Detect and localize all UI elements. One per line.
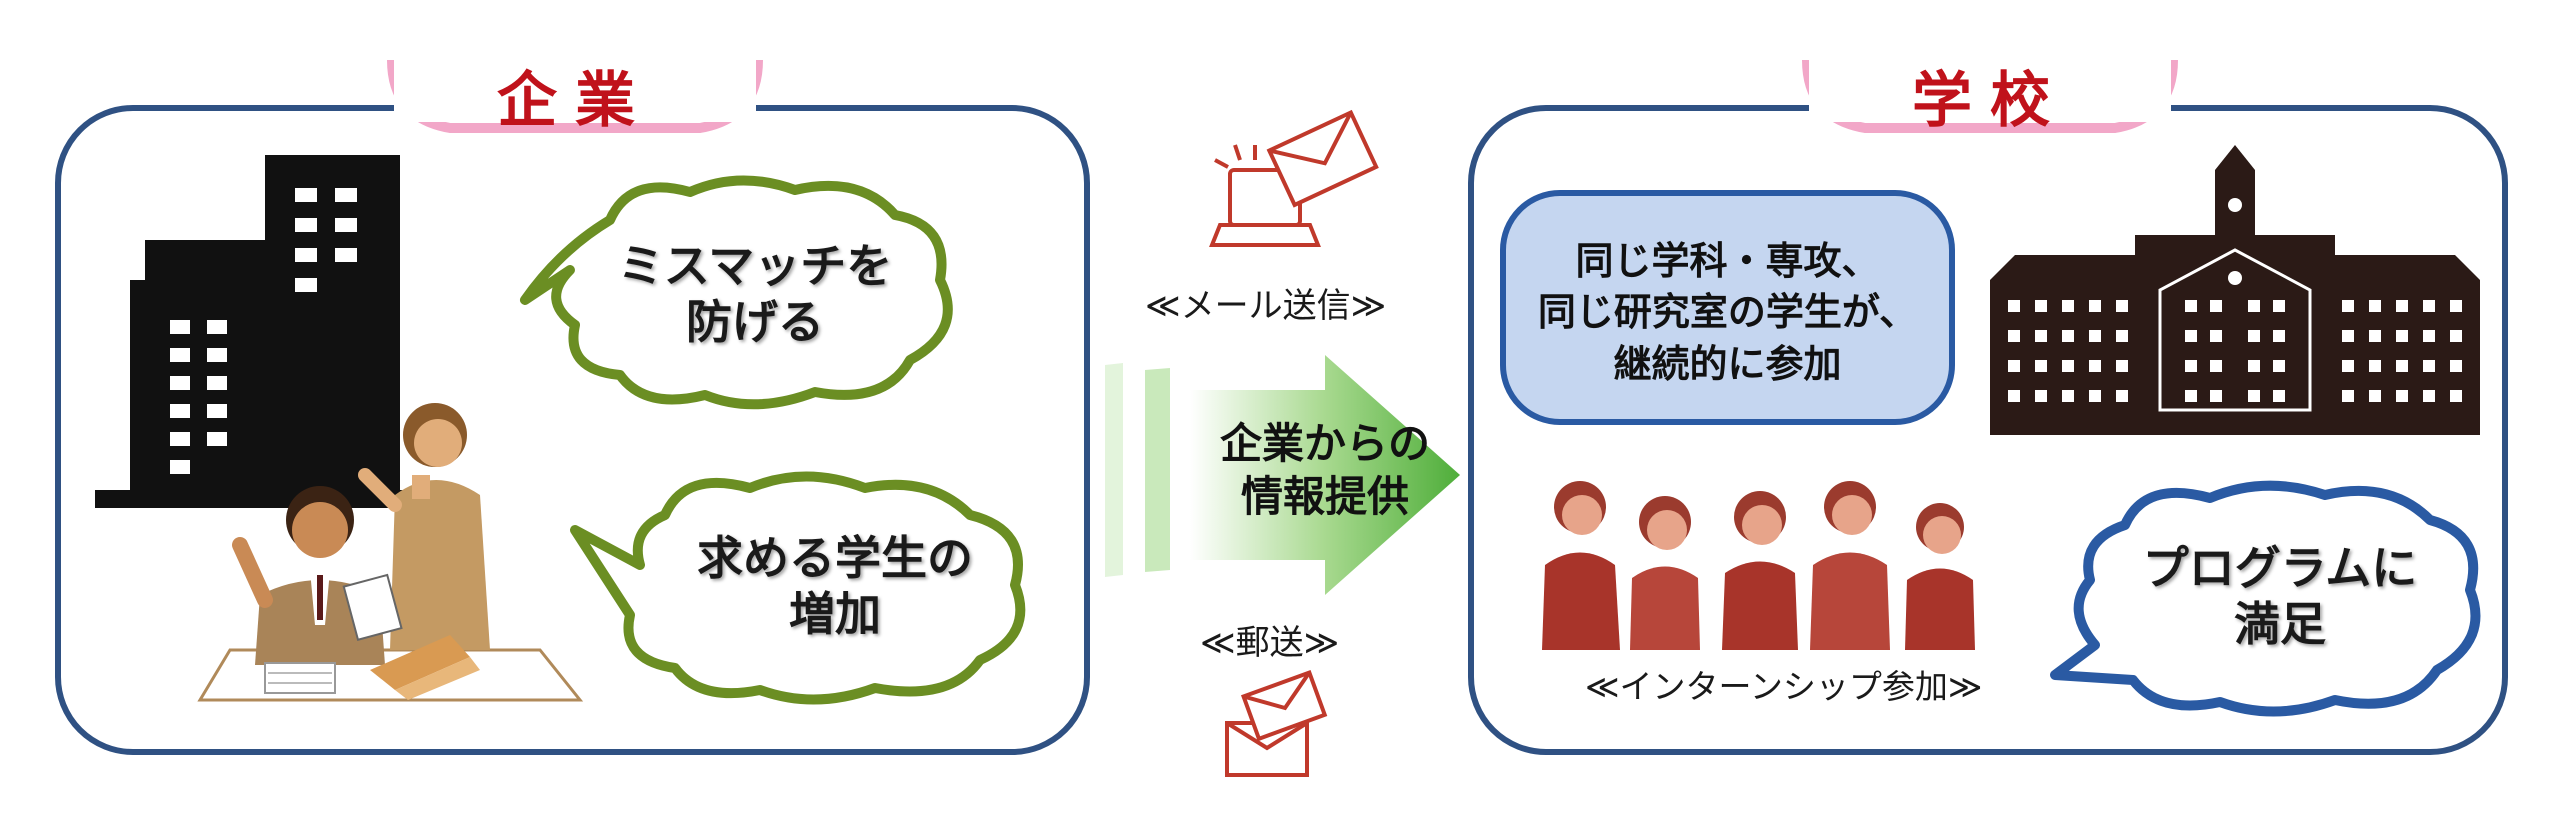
office-buildings-icon [95, 155, 425, 508]
info-provision-line2: 情報提供 [1240, 471, 1409, 521]
info-provision-label: 企業からの 情報提供 [1200, 418, 1450, 523]
email-send-label: ≪メール送信≫ [1145, 286, 1387, 326]
internship-label: ≪インターンシップ参加≫ [1585, 667, 1983, 706]
students-group-illustration [1542, 481, 1975, 650]
bubble-prevent-mismatch: ミスマッチを 防げる [520, 170, 970, 420]
bubble-increase-students-line2: 増加 [789, 587, 881, 642]
school-title-tab: 学校 [1795, 30, 2185, 142]
bubble-program-satisfied-line2: 満足 [2234, 597, 2326, 652]
info-box-line1: 同じ学科・専攻、 [1575, 239, 1880, 283]
bubble-prevent-mismatch-line1: ミスマッチを [617, 239, 893, 293]
continuous-participation-box: 同じ学科・専攻、 同じ研究室の学生が、 継続的に参加 [1500, 190, 1955, 425]
info-box-line2: 同じ研究室の学生が、 [1537, 290, 1918, 335]
office-workers-illustration [197, 403, 584, 702]
bubble-program-satisfied: プログラムに 満足 [2045, 470, 2485, 730]
bubble-increase-students-line1: 求める学生の [697, 531, 973, 585]
email-send-icon [1209, 109, 1379, 247]
company-title-tab: 企業 [380, 30, 770, 142]
bubble-prevent-mismatch-line2: 防げる [686, 295, 824, 350]
bubble-increase-students: 求める学生の 増加 [570, 470, 1040, 710]
bubble-program-satisfied-line1: プログラムに [2142, 541, 2418, 595]
school-title: 学校 [1912, 66, 2068, 136]
school-building-icon [1990, 145, 2480, 435]
postal-mail-icon [1225, 669, 1328, 777]
company-title: 企業 [497, 66, 653, 136]
mail-label: ≪郵送≫ [1200, 623, 1340, 663]
info-box-line3: 継続的に参加 [1613, 341, 1842, 386]
info-provision-arrow [1105, 355, 1460, 595]
info-provision-line1: 企業からの [1219, 419, 1430, 468]
